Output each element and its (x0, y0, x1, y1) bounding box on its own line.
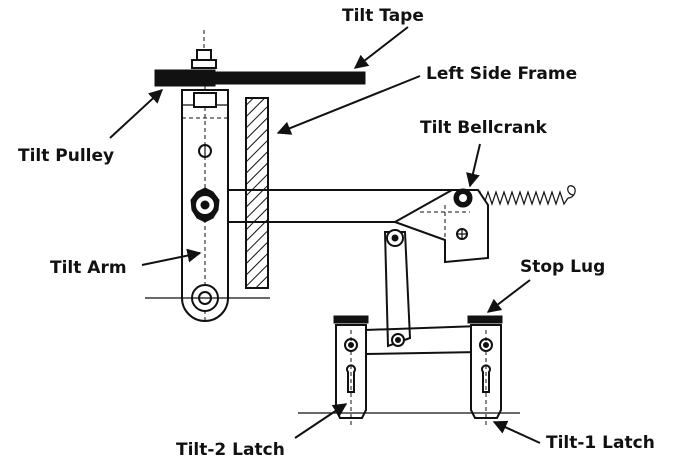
label-tilt-1-latch: Tilt-1 Latch (546, 433, 655, 453)
label-tilt-tape: Tilt Tape (342, 6, 424, 26)
arrow-tilt-1-latch (492, 420, 541, 444)
tilt-tape (154, 69, 366, 87)
tilt-spring (474, 185, 576, 206)
arrow-tilt-arm (141, 248, 202, 266)
tilt-1-latch-part (470, 324, 502, 425)
tilt-arm (145, 86, 270, 322)
stop-lug-right (467, 315, 503, 324)
label-tilt-bellcrank: Tilt Bellcrank (420, 118, 547, 138)
arrow-tilt-2-latch (294, 403, 348, 439)
label-stop-lug: Stop Lug (520, 257, 606, 277)
left-side-frame (245, 97, 269, 289)
arrow-tilt-bellcrank (466, 143, 481, 188)
label-tilt-2-latch: Tilt-2 Latch (176, 440, 285, 460)
stop-lug-left (333, 315, 369, 324)
arrow-tilt-tape (353, 26, 409, 69)
tilt-2-latch-part (335, 324, 367, 425)
arrow-left-side-frame (276, 75, 421, 135)
label-left-side-frame: Left Side Frame (426, 64, 578, 84)
tilt-pulley-screw (191, 30, 217, 69)
arrow-tilt-pulley (109, 89, 164, 139)
tilt-bellcrank (392, 188, 489, 264)
label-tilt-arm: Tilt Arm (50, 258, 127, 278)
label-tilt-pulley: Tilt Pulley (18, 146, 115, 166)
leader-arrows (109, 26, 541, 444)
latch-link (364, 229, 481, 355)
arrow-stop-lug (486, 279, 531, 313)
